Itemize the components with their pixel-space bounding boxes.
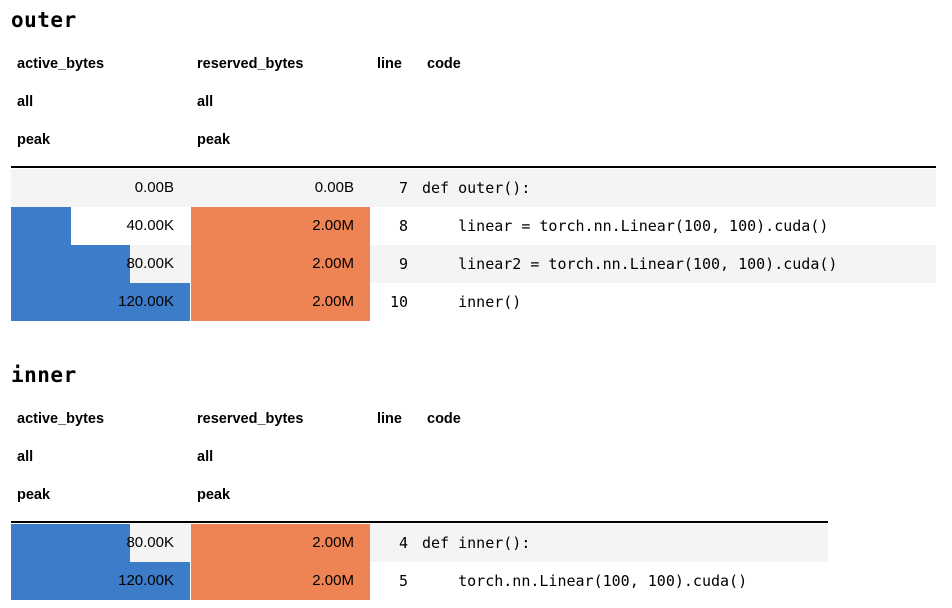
column-subheader-active-peak: peak xyxy=(17,132,51,148)
row-background xyxy=(11,245,936,283)
table-top-rule xyxy=(11,521,828,523)
reserved-bytes-value: 2.00M xyxy=(312,572,354,589)
column-header-code: code xyxy=(427,56,461,72)
active-bytes-bar xyxy=(11,207,71,245)
section-title: outer xyxy=(11,8,77,32)
code-line: linear = torch.nn.Linear(100, 100).cuda(… xyxy=(422,217,829,235)
code-line: def outer(): xyxy=(422,179,531,197)
line-number: 10 xyxy=(389,293,408,311)
active-bytes-bar xyxy=(11,562,190,600)
reserved-bytes-value: 2.00M xyxy=(312,534,354,551)
active-bytes-value: 120.00K xyxy=(118,293,174,310)
column-subheader-active-peak: peak xyxy=(17,487,51,503)
code-line: linear2 = torch.nn.Linear(100, 100).cuda… xyxy=(422,255,838,273)
reserved-bytes-bar xyxy=(191,207,370,245)
table-top-rule xyxy=(11,166,936,168)
active-bytes-bar xyxy=(11,524,130,562)
column-header-code: code xyxy=(427,411,461,427)
table-row[interactable]: 120.00K 2.00M 5 torch.nn.Linear(100, 100).… xyxy=(0,562,952,600)
table-header-row: all all xyxy=(0,92,952,130)
table-header-row: all all xyxy=(0,447,952,485)
column-subheader-reserved-peak: peak xyxy=(197,487,231,503)
table-row[interactable]: 40.00K 2.00M 8 linear = torch.nn.Linear(10… xyxy=(0,207,952,245)
table-row[interactable]: 120.00K 2.00M 10 inner() xyxy=(0,283,952,321)
active-bytes-value: 120.00K xyxy=(118,572,174,589)
column-header-line: line xyxy=(377,411,402,427)
line-number: 9 xyxy=(398,255,408,273)
column-subheader-reserved-peak: peak xyxy=(197,132,231,148)
reserved-bytes-bar xyxy=(191,524,370,562)
reserved-bytes-value: 2.00M xyxy=(312,293,354,310)
column-header-line: line xyxy=(377,56,402,72)
reserved-bytes-value: 2.00M xyxy=(312,217,354,234)
table-body: 80.00K 2.00M 4 def inner(): 120.00K 2.00M 5 to… xyxy=(0,524,952,600)
column-header-active-bytes: active_bytes xyxy=(17,411,105,427)
reserved-bytes-value: 2.00M xyxy=(312,255,354,272)
code-line: inner() xyxy=(422,293,522,311)
row-background xyxy=(11,207,936,245)
reserved-bytes-bar xyxy=(191,562,370,600)
column-subheader-active-all: all xyxy=(17,449,34,465)
column-header-active-bytes: active_bytes xyxy=(17,56,105,72)
line-number: 7 xyxy=(398,179,408,197)
table-row[interactable]: 0.00B 0.00B 7 def outer(): xyxy=(0,169,952,207)
column-subheader-reserved-all: all xyxy=(197,449,214,465)
active-bytes-value: 80.00K xyxy=(126,255,174,272)
line-number: 4 xyxy=(398,534,408,552)
table-header-row: active_bytes reserved_bytes line code xyxy=(0,54,952,92)
table-header-row: active_bytes reserved_bytes line code xyxy=(0,409,952,447)
line-number: 8 xyxy=(398,217,408,235)
active-bytes-bar xyxy=(11,283,190,321)
column-subheader-active-all: all xyxy=(17,94,34,110)
active-bytes-value: 0.00B xyxy=(134,179,174,196)
active-bytes-value: 80.00K xyxy=(126,534,174,551)
table-row[interactable]: 80.00K 2.00M 9 linear2 = torch.nn.Linear(1… xyxy=(0,245,952,283)
table-body: 0.00B 0.00B 7 def outer(): 40.00K 2.00M 8 line… xyxy=(0,169,952,321)
row-background xyxy=(11,169,936,207)
code-line: torch.nn.Linear(100, 100).cuda() xyxy=(422,572,748,590)
column-header-reserved-bytes: reserved_bytes xyxy=(197,411,304,427)
column-header-reserved-bytes: reserved_bytes xyxy=(197,56,304,72)
table-row[interactable]: 80.00K 2.00M 4 def inner(): xyxy=(0,524,952,562)
table-header-row: peak peak xyxy=(0,485,952,523)
section-title: inner xyxy=(11,363,77,387)
reserved-bytes-value: 0.00B xyxy=(314,179,354,196)
active-bytes-value: 40.00K xyxy=(126,217,174,234)
code-line: def inner(): xyxy=(422,534,531,552)
active-bytes-bar xyxy=(11,245,130,283)
row-background xyxy=(11,524,828,562)
line-number: 5 xyxy=(398,572,408,590)
table-header-row: peak peak xyxy=(0,130,952,168)
reserved-bytes-bar xyxy=(191,283,370,321)
column-subheader-reserved-all: all xyxy=(197,94,214,110)
reserved-bytes-bar xyxy=(191,245,370,283)
